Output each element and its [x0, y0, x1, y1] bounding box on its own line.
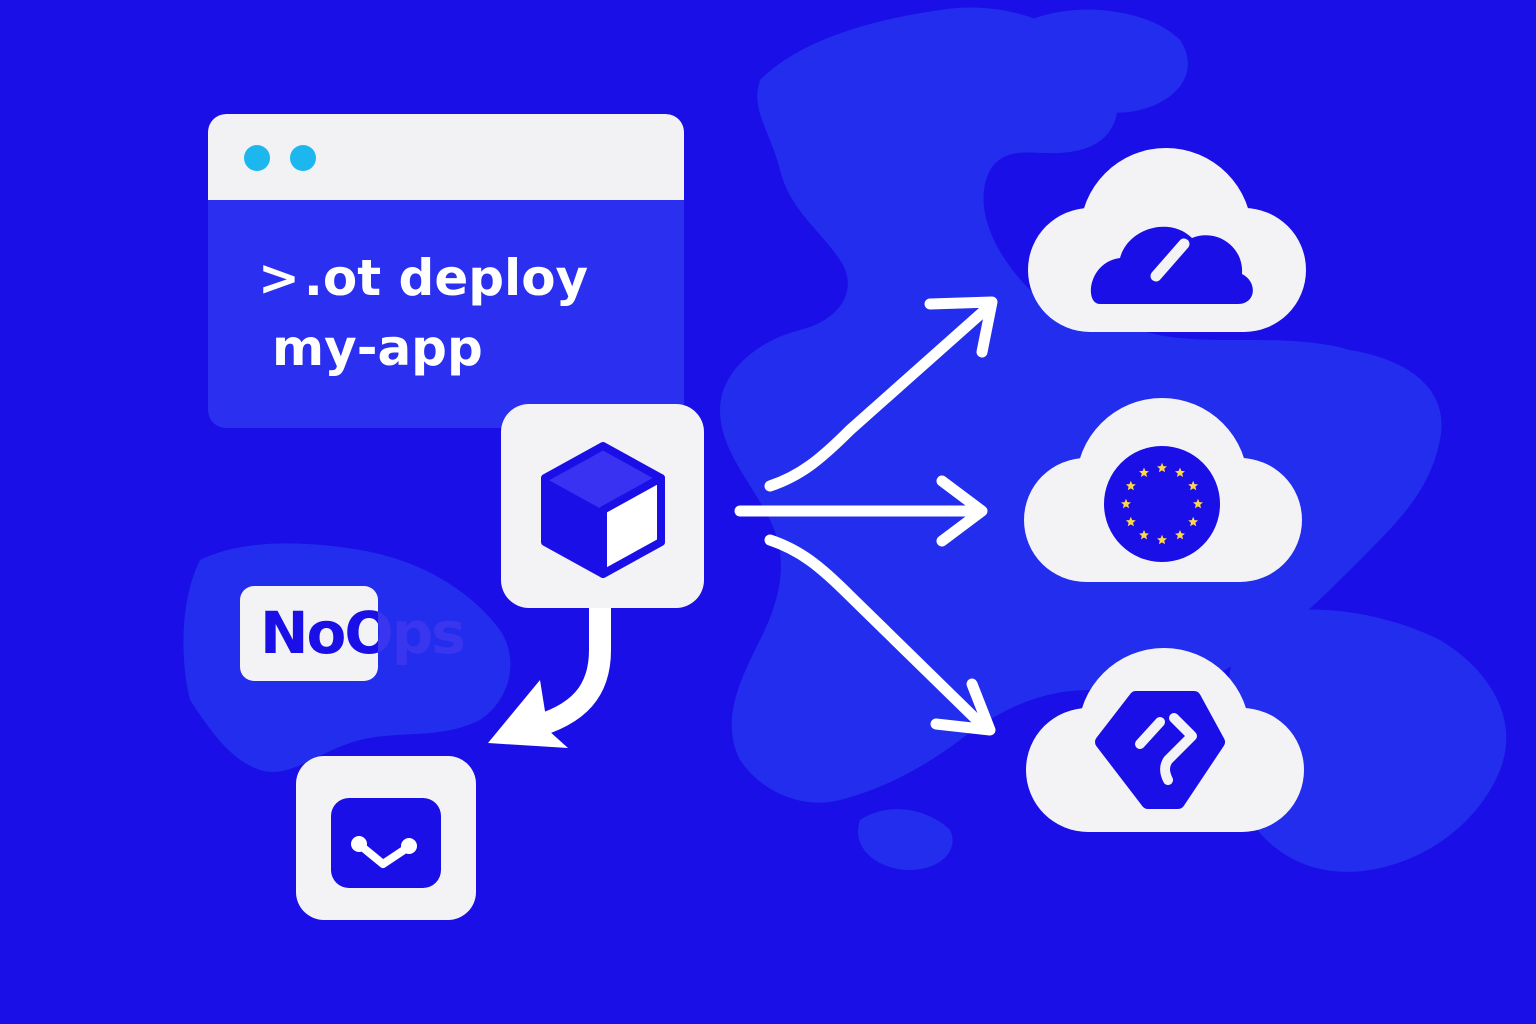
noops-label: NoOps [260, 599, 466, 667]
eu-star-icon [1188, 480, 1199, 491]
command-text: .ot deploy [303, 249, 589, 307]
git-branch-icon [351, 836, 417, 868]
arrowhead-cloud-2 [936, 475, 988, 547]
eu-star-icon [1121, 498, 1131, 509]
arrow-to-git [519, 597, 611, 739]
cloud-eu-flag-icon [1104, 446, 1220, 562]
cloud-slash-icon [1090, 226, 1253, 304]
arrow-to-cloud-3 [764, 534, 991, 734]
eu-star-icon [1175, 467, 1185, 478]
eu-star-icon [1125, 516, 1136, 527]
arrow-to-cloud-1 [764, 304, 991, 492]
eu-star-icon [1157, 534, 1167, 545]
git-tile[interactable] [296, 756, 476, 920]
arrowhead-git [488, 680, 568, 748]
cloud-1[interactable] [1020, 142, 1312, 342]
eu-star-icon [1139, 467, 1149, 478]
window-dot-1[interactable] [244, 145, 270, 171]
terminal-command-line-1: >.ot deploy [258, 250, 588, 306]
eu-star-icon [1175, 529, 1185, 540]
window-dot-2[interactable] [290, 145, 316, 171]
git-icon-background [331, 798, 441, 888]
prompt-chevron-icon: > [258, 249, 300, 307]
terminal-window: >.ot deploy my-app [208, 114, 684, 428]
eu-star-icon [1193, 498, 1203, 509]
terminal-titlebar [208, 114, 684, 200]
package-tile[interactable] [501, 404, 704, 608]
eu-star-icon [1125, 480, 1136, 491]
eu-star-icon [1139, 529, 1149, 540]
eu-star-icon [1157, 462, 1167, 473]
terminal-command-line-2: my-app [272, 319, 483, 377]
arrowhead-cloud-1 [924, 296, 998, 358]
cloud-diamond-logo-icon [1095, 691, 1225, 809]
eu-star-icon [1188, 516, 1199, 527]
noops-badge-background [240, 586, 378, 681]
cloud-3[interactable] [1018, 642, 1310, 842]
arrowhead-cloud-3 [930, 678, 996, 736]
noops-badge: NoOps [240, 586, 480, 686]
package-cube-icon [541, 442, 665, 578]
cloud-2[interactable] [1016, 392, 1308, 592]
